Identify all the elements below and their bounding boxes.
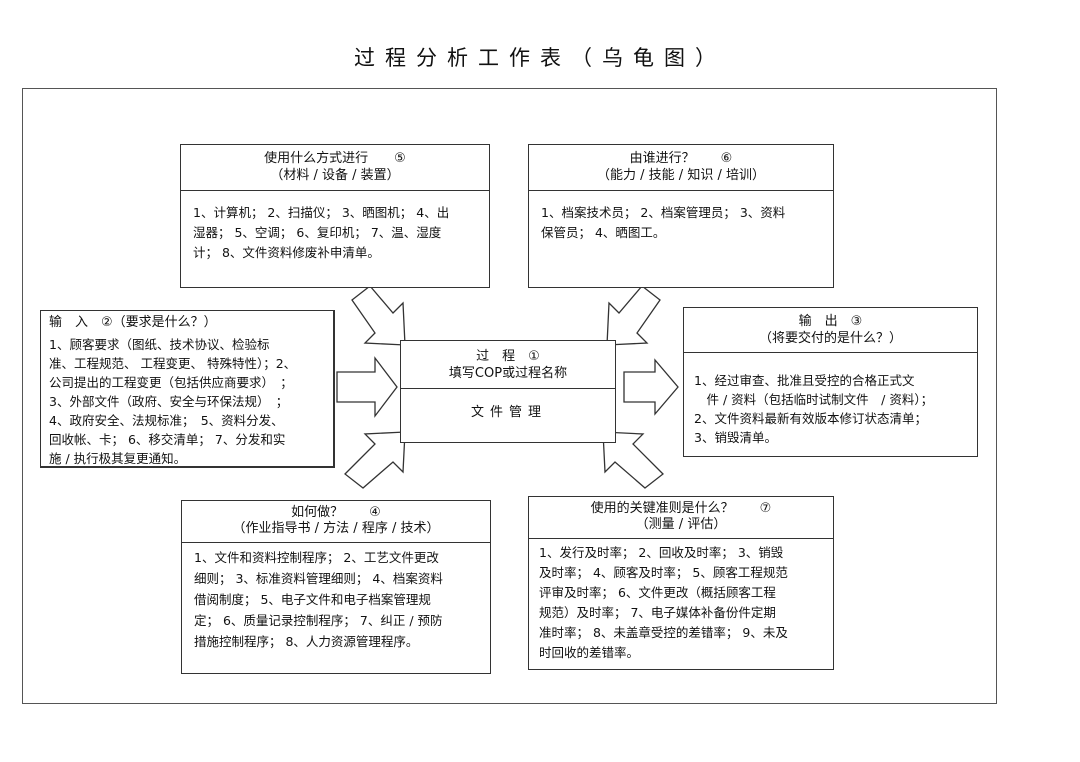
criteria-content: 1、发行及时率； 2、回收及时率； 3、销毁 及时率； 4、顾客及时率； 5、顾… (529, 539, 833, 663)
method-content: 1、计算机； 2、扫描仪； 3、晒图机； 4、出 湿器； 5、空调； 6、复印机… (181, 191, 489, 263)
criteria-subtitle: （测量 / 评估） (635, 517, 727, 532)
howdo-box: 如何做？ ④ （作业指导书 / 方法 / 程序 / 技术） 1、文件和资料控制程… (181, 500, 491, 674)
criteria-line: 评审及时率； 6、文件更改（概括顾客工程 (539, 585, 776, 600)
method-line: 计； 8、文件资料修废补申清单。 (193, 245, 380, 260)
input-title: 输 入 ②（要求是什么？） (49, 315, 217, 330)
page-title: 过程分析工作表（乌龟图） (354, 46, 726, 70)
criteria-line: 规范）及时率； 7、电子媒体补备份件定期 (539, 605, 776, 620)
method-line: 1、计算机； 2、扫描仪； 3、晒图机； 4、出 (193, 205, 450, 220)
process-title: 过 程 ① (476, 349, 540, 364)
method-box: 使用什么方式进行 ⑤ （材料 / 设备 / 装置） 1、计算机； 2、扫描仪； … (180, 144, 490, 288)
criteria-title: 使用的关键准则是什么？ ⑦ (590, 501, 772, 516)
output-line: 1、经过审查、批准且受控的合格正式文 (694, 373, 915, 388)
input-box: 输 入 ②（要求是什么？） 1、顾客要求（图纸、技术协议、检验标 准、工程规范、… (40, 310, 335, 468)
howdo-line: 措施控制程序； 8、人力资源管理程序。 (194, 634, 419, 649)
method-subtitle: （材料 / 设备 / 装置） (270, 168, 400, 183)
output-line: 2、文件资料最新有效版本修订状态清单； (694, 411, 927, 426)
method-title: 使用什么方式进行 ⑤ (264, 151, 406, 166)
input-line: 准、工程规范、 工程变更、 特殊特性）；2、 (49, 356, 297, 371)
arrow-criteria-to-process (602, 431, 664, 489)
arrow-process-to-output (623, 358, 679, 416)
who-subtitle: （能力 / 技能 / 知识 / 培训） (597, 168, 765, 183)
input-line: 4、政府安全、法规标准； 5、资料分发、 (49, 413, 284, 428)
who-title: 由谁进行？ ⑥ (629, 151, 733, 166)
howdo-box-header: 如何做？ ④ （作业指导书 / 方法 / 程序 / 技术） (182, 501, 490, 543)
output-box-header: 输 出 ③ （将要交付的是什么？） (684, 308, 977, 353)
criteria-line: 1、发行及时率； 2、回收及时率； 3、销毁 (539, 545, 784, 560)
output-title: 输 出 ③ (798, 314, 863, 329)
input-line: 3、外部文件（政府、安全与环保法规） ； (49, 394, 289, 409)
criteria-box-header: 使用的关键准则是什么？ ⑦ （测量 / 评估） (529, 497, 833, 539)
arrow-who-to-process (606, 285, 661, 346)
howdo-line: 借阅制度； 5、电子文件和电子档案管理规 (194, 592, 431, 607)
howdo-line: 1、文件和资料控制程序； 2、工艺文件更改 (194, 550, 439, 565)
output-line: 件 / 资料（包括临时试制文件 / 资料）； (694, 392, 934, 407)
input-line: 1、顾客要求（图纸、技术协议、检验标 (49, 337, 270, 352)
who-line: 保管员； 4、晒图工。 (541, 225, 666, 240)
method-line: 湿器； 5、空调； 6、复印机； 7、温、湿度 (193, 225, 442, 240)
process-subtitle: 填写COP或过程名称 (448, 366, 568, 381)
output-box: 输 出 ③ （将要交付的是什么？） 1、经过审查、批准且受控的合格正式文 件 /… (683, 307, 978, 457)
method-box-header: 使用什么方式进行 ⑤ （材料 / 设备 / 装置） (181, 145, 489, 191)
input-box-header: 输 入 ②（要求是什么？） (41, 311, 333, 333)
process-box-header: 过 程 ① 填写COP或过程名称 (401, 341, 615, 389)
howdo-title: 如何做？ ④ (291, 505, 381, 520)
criteria-line: 及时率； 4、顾客及时率； 5、顾客工程规范 (539, 565, 788, 580)
input-line: 公司提出的工程变更（包括供应商要求） ； (49, 375, 293, 390)
arrow-method-to-process (351, 285, 406, 346)
output-subtitle: （将要交付的是什么？） (758, 331, 902, 346)
howdo-subtitle: （作业指导书 / 方法 / 程序 / 技术） (232, 521, 440, 536)
criteria-line: 时回收的差错率。 (539, 645, 640, 660)
output-content: 1、经过审查、批准且受控的合格正式文 件 / 资料（包括临时试制文件 / 资料）… (684, 353, 977, 447)
process-name: 文件管理 (470, 405, 547, 420)
criteria-box: 使用的关键准则是什么？ ⑦ （测量 / 评估） 1、发行及时率； 2、回收及时率… (528, 496, 834, 670)
howdo-content: 1、文件和资料控制程序； 2、工艺文件更改 细则； 3、标准资料管理细则； 4、… (182, 543, 490, 652)
output-line: 3、销毁清单。 (694, 430, 777, 445)
process-box: 过 程 ① 填写COP或过程名称 文件管理 (400, 340, 616, 443)
who-line: 1、档案技术员； 2、档案管理员； 3、资料 (541, 205, 786, 220)
howdo-line: 定； 6、质量记录控制程序； 7、纠正 / 预防 (194, 613, 443, 628)
arrow-input-to-process (336, 356, 398, 418)
arrow-howdo-to-process (344, 431, 406, 489)
who-content: 1、档案技术员； 2、档案管理员； 3、资料 保管员； 4、晒图工。 (529, 191, 833, 243)
diagram-frame (22, 88, 997, 704)
input-line: 回收帐、卡； 6、移交清单； 7、分发和实 (49, 432, 286, 447)
who-box-header: 由谁进行？ ⑥ （能力 / 技能 / 知识 / 培训） (529, 145, 833, 191)
who-box: 由谁进行？ ⑥ （能力 / 技能 / 知识 / 培训） 1、档案技术员； 2、档… (528, 144, 834, 288)
input-content: 1、顾客要求（图纸、技术协议、检验标 准、工程规范、 工程变更、 特殊特性）；2… (41, 333, 333, 468)
howdo-line: 细则； 3、标准资料管理细则； 4、档案资料 (194, 571, 443, 586)
criteria-line: 准时率； 8、未盖章受控的差错率； 9、未及 (539, 625, 788, 640)
input-line: 施 / 执行极其复更通知。 (49, 451, 187, 466)
